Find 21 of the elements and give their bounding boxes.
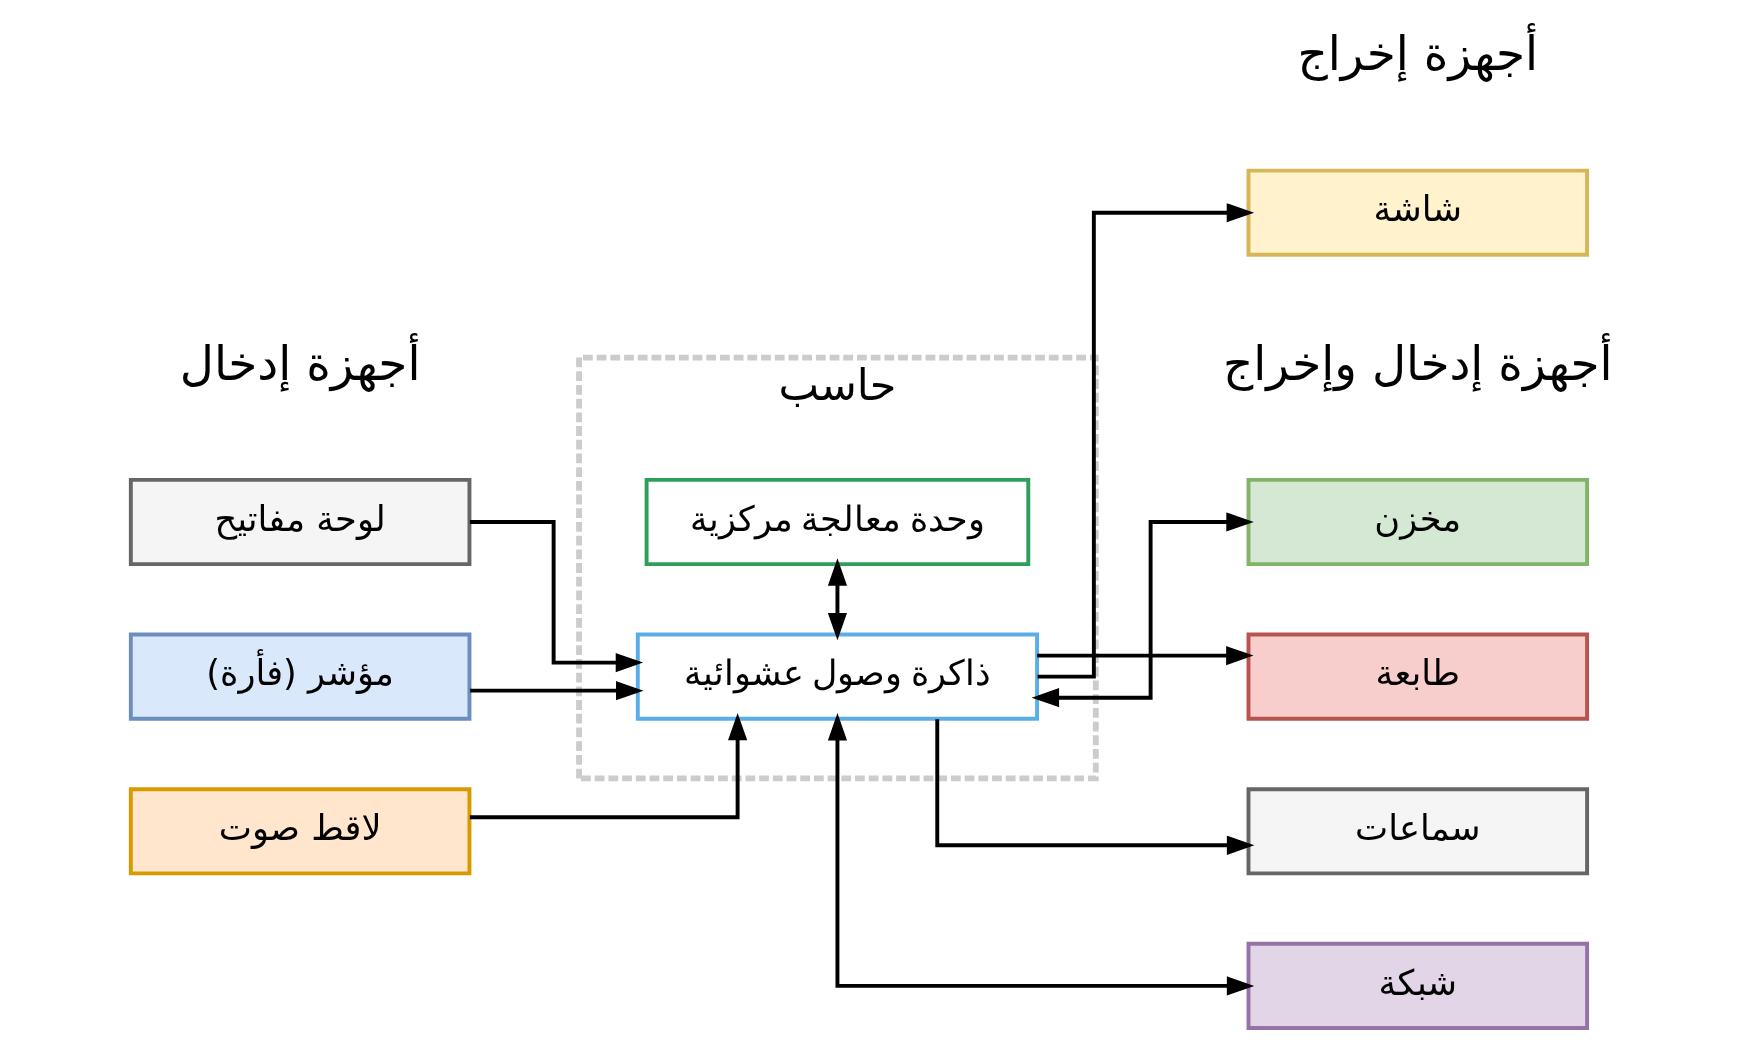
label: أجهزة إدخال وإخراج <box>1222 335 1613 391</box>
node-box: وحدة معالجة مركزية <box>644 477 1030 567</box>
node-box: شبكة <box>1246 941 1589 1030</box>
node-box: لوحة مفاتيح <box>128 477 471 567</box>
arrow <box>469 712 747 820</box>
arrow <box>934 719 1254 855</box>
arrow <box>469 520 643 673</box>
node-box: طابعة <box>1246 632 1589 721</box>
arrow <box>827 558 847 641</box>
node-box: مخزن <box>1246 477 1589 567</box>
arrow <box>827 713 1254 996</box>
node-box: ذاكرة وصول عشوائية <box>635 632 1039 721</box>
arrow <box>1037 203 1254 679</box>
label: أجهزة إدخال <box>179 335 420 391</box>
node-box: لاقط صوت <box>128 787 471 876</box>
node-box: شاشة <box>1246 168 1589 257</box>
node-box: سماعات <box>1246 787 1589 876</box>
arrow <box>1031 512 1254 708</box>
arrow <box>469 681 643 701</box>
arrow <box>1036 646 1254 666</box>
node-box: مؤشر (فأرة) <box>128 632 471 721</box>
